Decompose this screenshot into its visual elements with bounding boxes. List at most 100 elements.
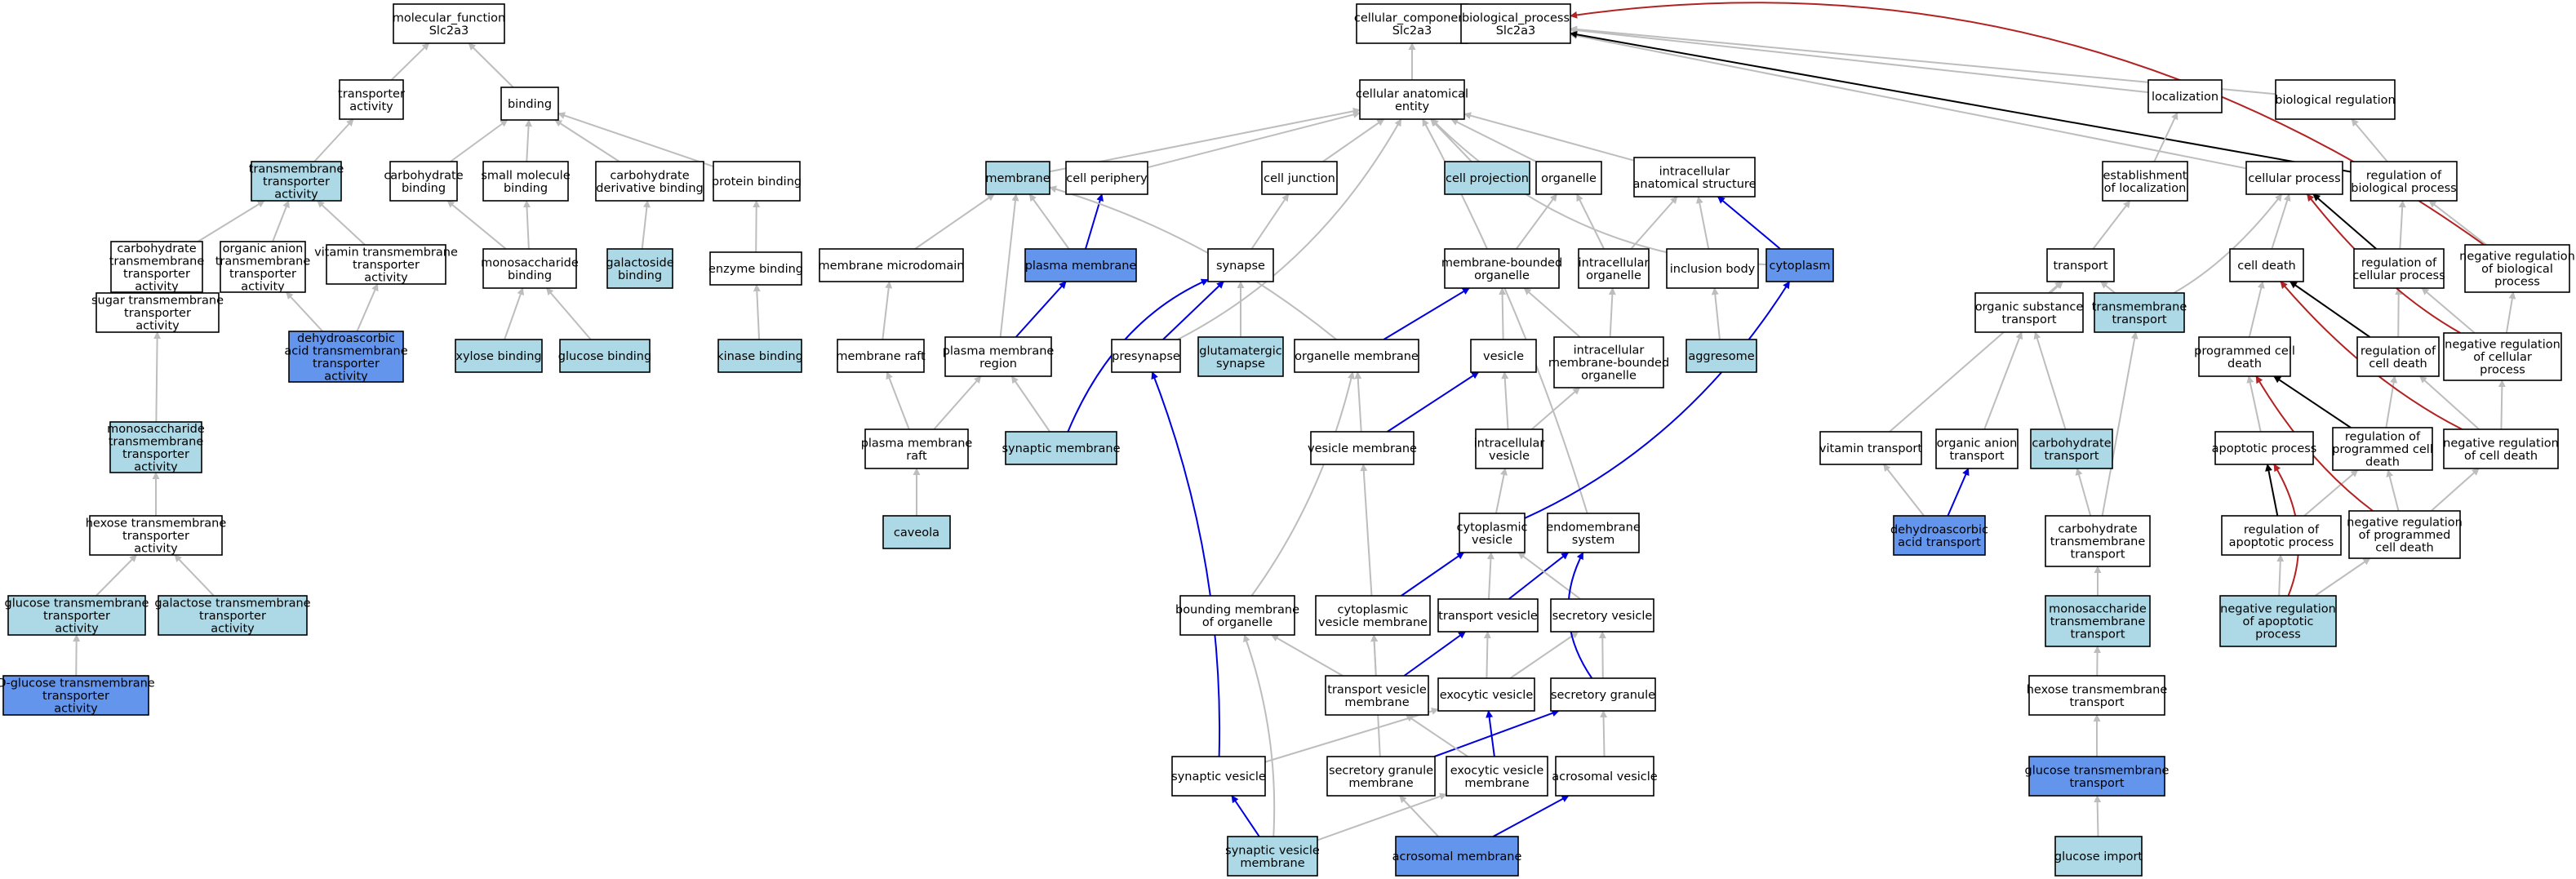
term-box (288, 331, 404, 383)
go-term-secretory-vesicle: secretory vesicle (1550, 598, 1654, 633)
term-label-line: activity (134, 460, 178, 473)
term-label-line: biological regulation (2275, 94, 2395, 107)
term-label-line: transporter (229, 268, 296, 281)
edge-small_mol_binding-to-binding (525, 119, 533, 162)
go-term-vesicle: vesicle (1470, 339, 1537, 373)
term-label-line: organelle membrane (1295, 350, 1419, 363)
term-label-line: transport (2045, 450, 2099, 463)
term-box (393, 3, 505, 44)
term-box (1325, 675, 1429, 716)
term-label-line: acrosomal vesicle (1552, 770, 1658, 784)
edge-apoptotic_process-to-pcd (2246, 375, 2262, 433)
term-label-line: vesicle (1489, 450, 1530, 463)
edge-presynapse-to-synapse (1162, 281, 1224, 340)
term-label-line: transmembrane (215, 255, 311, 268)
term-box (1974, 292, 2084, 333)
term-box (1553, 336, 1664, 388)
term-label-line: carbohydrate (117, 242, 196, 255)
edge-galactose_tm-to-hexose_tm (174, 554, 215, 597)
edge-cyto_vesicle_membrane-to-vesicle_membrane (1360, 464, 1373, 597)
go-term-aggresome: aggresome (1686, 339, 1757, 373)
term-label-line: transport (2002, 313, 2057, 326)
edge-dglucose_tm-to-glucose_tm_activity (73, 634, 81, 677)
term-label-line: death (2227, 357, 2262, 371)
term-label-line: raft (906, 450, 927, 463)
edge-sg_membrane-to-secretory_granule (1433, 709, 1560, 757)
term-label-line: monosaccharide (107, 423, 205, 436)
edge-exocytic_vesicle-to-transport_vesicle (1483, 631, 1491, 679)
term-label-line: of localization (2104, 182, 2187, 195)
term-box (1024, 248, 1137, 282)
term-box (1819, 431, 1922, 465)
go-term-organic-anion-tm: organic aniontransmembranetransporteract… (215, 241, 311, 293)
go-term-monosacch-tm: monosaccharidetransmembranetransporterac… (107, 421, 205, 473)
term-box (1326, 756, 1436, 797)
term-label-line: aggresome (1688, 350, 1754, 363)
term-box (95, 292, 220, 333)
edge-reg_cell_death-to-reg_cell_process (2395, 287, 2403, 338)
edge-secretory_vesicle-to-cyto_vesicle (1517, 552, 1581, 600)
term-box (1395, 836, 1519, 877)
term-box (1633, 157, 1756, 198)
term-box (1444, 161, 1530, 195)
term-box (1359, 79, 1465, 120)
term-label-line: plasma membrane (1025, 260, 1137, 273)
term-label-line: binding (402, 182, 446, 195)
term-label-line: vesicle membrane (1308, 442, 1417, 455)
go-term-bio-regulation: biological regulation (2275, 79, 2396, 120)
term-label-line: vitamin transport (1819, 442, 1922, 455)
edge-reg_apoptotic-to-apoptotic_process (2265, 464, 2279, 517)
go-term-cellular-process: cellular process (2245, 161, 2343, 195)
term-label-line: cell projection (1446, 172, 1529, 185)
term-label-line: of biological (2481, 263, 2553, 276)
term-label-line: localization (2152, 91, 2218, 104)
go-term-acrosomal-vesicle: acrosomal vesicle (1552, 756, 1658, 797)
edge-galactoside_binding-to-carb_deriv_binding (641, 200, 651, 250)
term-label-line: glucose transmembrane (5, 597, 149, 610)
term-box (2353, 248, 2445, 289)
term-box (595, 161, 704, 202)
term-label-line: endomembrane (1546, 521, 1641, 534)
term-label-line: intracellular (1474, 437, 1545, 450)
edge-vesicle_membrane-to-organelle_membrane (1354, 371, 1362, 433)
node-layer: molecular_functionSlc2a3transporteractiv… (0, 3, 2575, 877)
term-label-line: activity (135, 280, 179, 293)
edge-membrane_microdomain-to-membrane (914, 193, 995, 250)
go-term-glucose-binding: glucose binding (558, 339, 651, 373)
term-box (339, 79, 404, 120)
term-box (1935, 428, 2019, 469)
term-box (1005, 431, 1117, 465)
term-label-line: binding (618, 269, 662, 282)
term-box (1197, 336, 1284, 377)
edge-reg_cell_process-to-reg_bio_process (2398, 200, 2406, 250)
go-term-glucose-import: glucose import (2054, 836, 2143, 877)
edge-kinase_binding-to-enzyme_binding (753, 284, 761, 340)
term-box (2045, 595, 2151, 647)
term-label-line: protein binding (712, 175, 802, 189)
term-box (837, 339, 925, 373)
edge-organelle_membrane-to-membrane (1049, 185, 1337, 340)
term-box (2054, 836, 2143, 877)
term-label-line: kinase binding (717, 350, 803, 363)
edge-organelle-to-cae (1450, 118, 1537, 162)
term-box (2045, 515, 2151, 567)
term-box (2356, 336, 2440, 377)
edge-acrosomal_vesicle-to-secretory_granule (1600, 710, 1608, 757)
term-box (1459, 513, 1526, 553)
term-box (713, 161, 801, 202)
term-box (1437, 677, 1535, 712)
term-label-line: carbohydrate (2032, 437, 2111, 450)
go-term-plasma-membrane: plasma membrane (1024, 248, 1137, 282)
go-term-cell-death: cell death (2229, 248, 2304, 282)
term-label-line: hexose transmembrane (2027, 683, 2168, 696)
